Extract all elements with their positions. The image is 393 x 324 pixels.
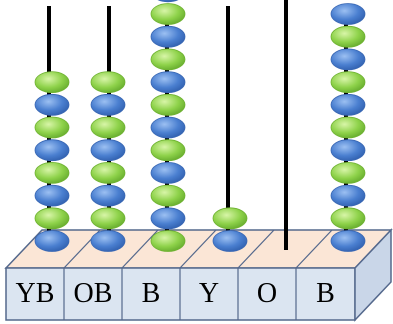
- green-bead: [212, 207, 248, 230]
- column-label: B: [316, 278, 335, 309]
- blue-bead: [330, 230, 366, 252]
- green-bead: [330, 116, 366, 139]
- column-label: OB: [73, 278, 113, 309]
- top-divider: [121, 229, 159, 269]
- green-bead: [330, 71, 366, 93]
- green-bead: [150, 93, 186, 116]
- blue-bead: [90, 230, 126, 252]
- blue-bead: [90, 139, 126, 162]
- green-bead: [150, 184, 186, 207]
- blue-bead: [330, 48, 366, 71]
- top-divider: [237, 229, 275, 269]
- green-bead: [330, 207, 366, 230]
- blue-bead: [330, 139, 366, 162]
- blue-bead: [34, 184, 70, 207]
- blue-bead: [34, 139, 70, 162]
- blue-bead: [150, 25, 186, 48]
- blue-bead: [90, 184, 126, 207]
- green-bead: [90, 116, 126, 139]
- blue-bead: [34, 93, 70, 116]
- green-bead: [90, 207, 126, 230]
- blue-bead: [157, 0, 179, 3]
- blue-bead: [212, 230, 248, 252]
- blue-bead: [150, 207, 186, 230]
- base-right-face: [354, 228, 392, 322]
- top-divider: [295, 229, 333, 269]
- column-label: YB: [15, 278, 55, 309]
- green-bead: [150, 139, 186, 162]
- green-bead: [34, 207, 70, 230]
- blue-bead: [330, 93, 366, 116]
- blue-bead: [150, 71, 186, 93]
- green-bead: [90, 71, 126, 93]
- column-label: Y: [198, 278, 220, 309]
- blue-bead: [330, 3, 366, 25]
- blue-bead: [330, 184, 366, 207]
- blue-bead: [90, 93, 126, 116]
- green-bead: [34, 116, 70, 139]
- green-bead: [330, 161, 366, 184]
- blue-bead: [150, 161, 186, 184]
- green-bead: [330, 25, 366, 48]
- column-label: O: [256, 278, 278, 309]
- green-bead: [34, 161, 70, 184]
- blue-bead: [34, 230, 70, 252]
- green-bead: [150, 230, 186, 252]
- beads-layer: [34, 0, 366, 252]
- green-bead: [150, 3, 186, 25]
- column-label: B: [141, 278, 161, 309]
- green-bead: [150, 48, 186, 71]
- blue-bead: [150, 116, 186, 139]
- green-bead: [90, 161, 126, 184]
- top-divider: [179, 229, 217, 269]
- green-bead: [34, 71, 70, 93]
